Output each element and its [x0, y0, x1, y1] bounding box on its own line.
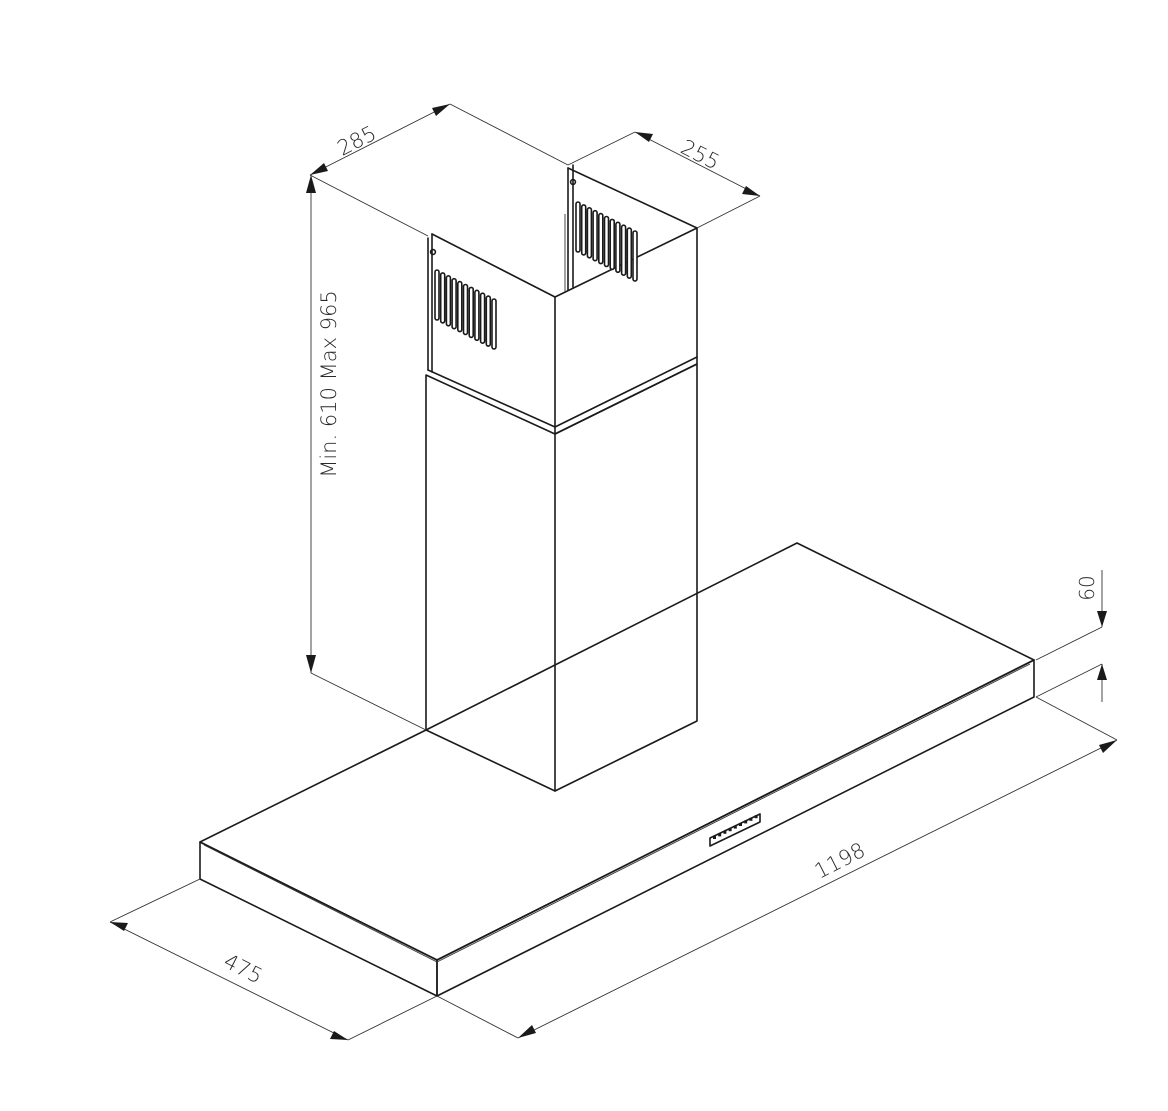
control-button — [728, 828, 732, 832]
vent-slot — [603, 215, 610, 268]
chimney-upper-right-face — [554, 227, 698, 435]
canopy — [199, 542, 1035, 997]
control-button — [733, 825, 737, 829]
chimney-upper-top-back — [567, 167, 698, 229]
vent-slot — [580, 204, 587, 256]
dimension-labels: 285 255 Min. 610 Max 965 60 1198 475 — [220, 121, 1099, 989]
label-chimney-width: 285 — [334, 121, 381, 161]
vent-slot — [462, 283, 469, 336]
vent-slot — [592, 209, 598, 262]
vent-slot — [479, 292, 486, 345]
control-button — [744, 820, 748, 824]
label-chimney-depth: 255 — [677, 135, 724, 175]
control-button — [754, 815, 758, 819]
canopy-edge-side — [436, 663, 1031, 963]
vent-slot — [620, 224, 627, 276]
vent-slot — [434, 269, 440, 321]
canopy-edge-front — [203, 844, 438, 963]
vent-slot — [597, 212, 604, 265]
vent-slot — [609, 218, 616, 271]
control-button — [718, 833, 722, 837]
vent-slot — [439, 272, 446, 324]
dimension-lines — [109, 103, 1118, 1041]
vent-slot — [615, 221, 621, 274]
vent-slot — [586, 207, 593, 259]
vent-slots-right — [575, 201, 638, 282]
vent-slot — [451, 277, 457, 330]
vent-slot — [575, 201, 581, 253]
label-canopy-width: 1198 — [811, 838, 870, 884]
mount-hole-left — [429, 248, 437, 256]
mount-hole-right — [569, 178, 577, 186]
label-canopy-depth: 475 — [220, 949, 267, 989]
vent-slot — [445, 274, 452, 327]
label-canopy-thickness: 60 — [1075, 575, 1099, 600]
vent-slots-left — [434, 269, 497, 350]
control-button — [723, 830, 727, 834]
vent-slot — [468, 286, 475, 339]
vent-slot — [632, 230, 638, 282]
label-height: Min. 610 Max 965 — [317, 290, 341, 478]
control-button — [739, 823, 742, 826]
control-button — [713, 836, 716, 839]
vent-slot — [456, 280, 463, 333]
chimney — [425, 164, 698, 792]
vent-slot — [626, 227, 633, 279]
vent-slot — [474, 289, 480, 342]
chimney-upper-top-front — [431, 233, 556, 298]
control-panel — [709, 813, 761, 847]
canopy-top-face — [199, 542, 1035, 961]
vent-slot — [491, 298, 497, 350]
chimney-lower-rim — [427, 356, 698, 428]
vent-slot — [485, 295, 492, 347]
canopy-side-face — [436, 659, 1035, 997]
chimney-lower-outline — [425, 363, 698, 792]
control-button — [749, 817, 753, 821]
